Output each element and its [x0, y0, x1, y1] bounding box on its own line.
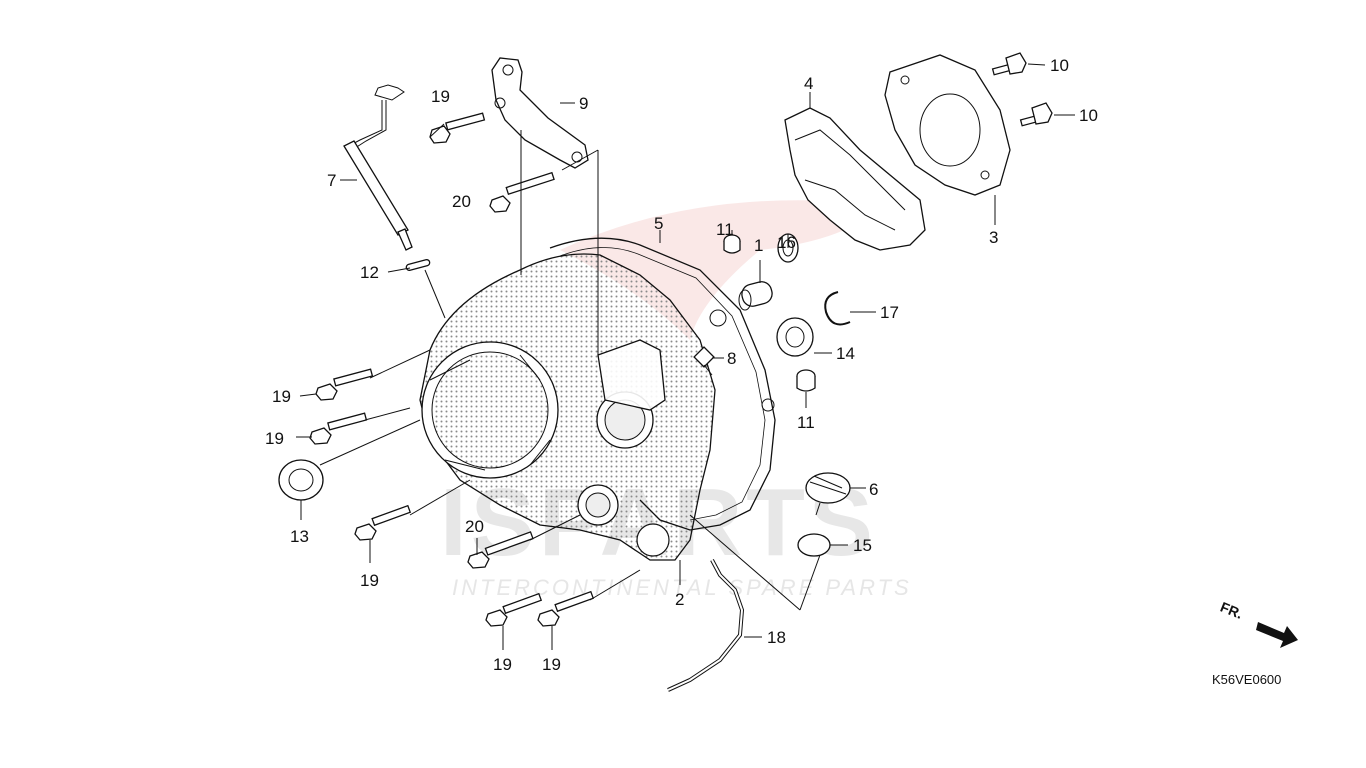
callout-19-bottom-left: 19	[360, 571, 379, 590]
front-direction-indicator: FR.	[1218, 599, 1298, 648]
callout-19-top: 19	[431, 87, 450, 106]
callout-2: 2	[675, 590, 684, 609]
part-bearing-14	[776, 317, 814, 357]
part-collar-1	[738, 281, 773, 311]
part-baffle-4	[784, 107, 926, 251]
callout-19-bottom-1: 19	[493, 655, 512, 674]
callout-12: 12	[360, 263, 379, 282]
callout-17: 17	[880, 303, 899, 322]
callout-19-left-1: 19	[272, 387, 291, 406]
callout-8: 8	[727, 349, 736, 368]
callout-16: 16	[777, 233, 796, 252]
part-pin-12	[405, 259, 431, 271]
callout-19-left-2: 19	[265, 429, 284, 448]
callout-18: 18	[767, 628, 786, 647]
callout-4: 4	[804, 74, 813, 93]
part-rod-7	[343, 84, 413, 251]
part-crankcase-cover-2	[419, 253, 716, 561]
bolt-10-b	[1019, 102, 1053, 127]
callout-labels: 1 2 3 4 5 6 7 8 9 10 10 11 11 12 13 14 1…	[265, 56, 1098, 674]
part-dowel-11-bottom	[796, 369, 816, 392]
leader-lines	[296, 63, 1075, 650]
callout-14: 14	[836, 344, 855, 363]
callout-15: 15	[853, 536, 872, 555]
bolt-19-left-1	[315, 368, 374, 401]
callout-11-bottom: 11	[797, 413, 815, 432]
callout-5: 5	[654, 214, 663, 233]
callout-20-bottom: 20	[465, 517, 484, 536]
direction-arrow-icon	[1256, 622, 1298, 648]
callout-10-bottom: 10	[1079, 106, 1098, 125]
bolt-19-left-2	[309, 412, 368, 445]
part-bracket-9	[491, 57, 589, 169]
bolt-19-bottom-1	[485, 592, 543, 627]
part-gasket-5	[549, 237, 776, 531]
callout-6: 6	[869, 480, 878, 499]
bolt-20-bottom	[467, 531, 534, 569]
callout-13: 13	[290, 527, 309, 546]
bolt-20-top	[489, 171, 555, 213]
part-circlip-17	[824, 291, 851, 326]
bolt-19-bottom-left	[354, 504, 412, 541]
callout-3: 3	[989, 228, 998, 247]
watermark-swoosh	[560, 200, 880, 340]
part-oil-seal-13	[278, 459, 324, 501]
callout-1: 1	[754, 236, 763, 255]
diagram-code: K56VE0600	[1212, 672, 1281, 687]
bolt-19-bottom-2	[537, 590, 595, 627]
callout-9: 9	[579, 94, 588, 113]
bolt-19-top	[429, 112, 486, 144]
callout-7: 7	[327, 171, 336, 190]
callout-11-top: 11	[716, 220, 734, 239]
bolt-10-a	[991, 52, 1027, 76]
part-fitting-8	[693, 346, 715, 376]
callout-20-top: 20	[452, 192, 471, 211]
callout-10-top: 10	[1050, 56, 1069, 75]
callout-19-bottom-2: 19	[542, 655, 561, 674]
direction-label: FR.	[1218, 599, 1245, 622]
part-plate-3	[884, 54, 1011, 196]
part-oring-15	[797, 533, 831, 557]
